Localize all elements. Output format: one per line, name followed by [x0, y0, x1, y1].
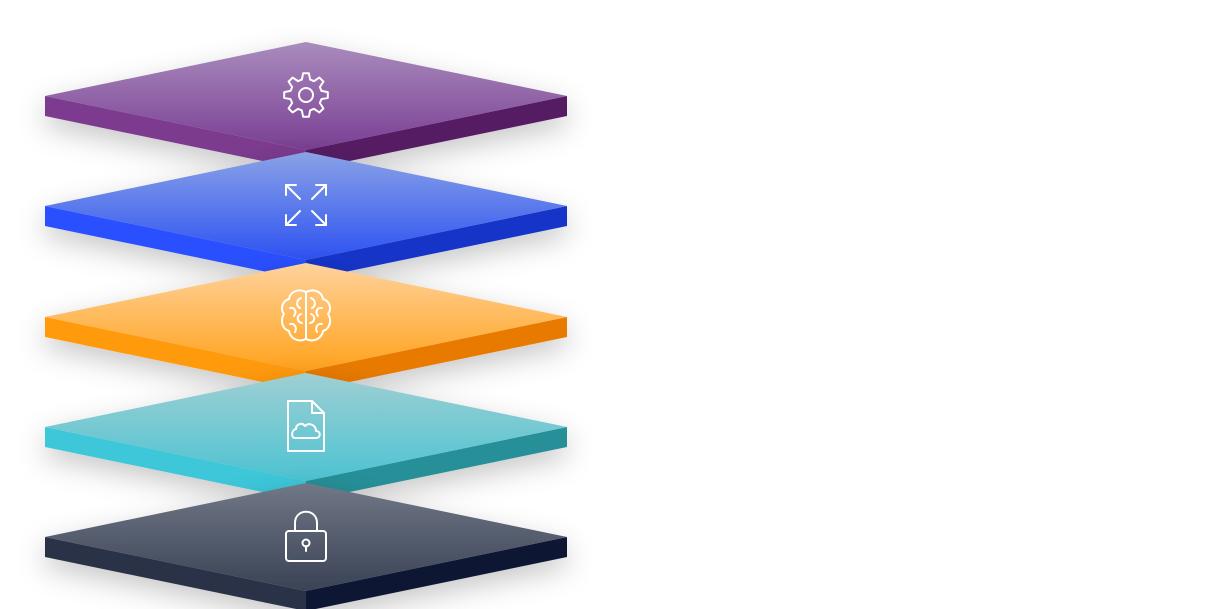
cloud-document-icon — [287, 400, 325, 452]
layer-security — [45, 483, 567, 609]
layer-side-left — [45, 427, 306, 501]
layer-settings — [45, 42, 567, 170]
layer-side-right — [306, 537, 567, 609]
expand-arrows-icon — [285, 184, 327, 226]
layer-top-face — [45, 483, 567, 591]
layer-side-right — [306, 317, 567, 391]
layer-side-left — [45, 96, 306, 170]
layer-top-face — [45, 42, 567, 150]
gear-icon — [283, 72, 329, 118]
padlock-icon — [285, 510, 327, 562]
layer-side-left — [45, 206, 306, 280]
layer-cloud-documents — [45, 373, 567, 501]
layer-side-left — [45, 537, 306, 609]
layer-side-right — [306, 96, 567, 170]
brain-icon — [280, 289, 332, 342]
layer-side-right — [306, 206, 567, 280]
layer-scale — [45, 152, 567, 280]
layer-side-left — [45, 317, 306, 391]
layer-top-face — [45, 373, 567, 481]
layer-side-right — [306, 427, 567, 501]
layer-top-face — [45, 152, 567, 260]
